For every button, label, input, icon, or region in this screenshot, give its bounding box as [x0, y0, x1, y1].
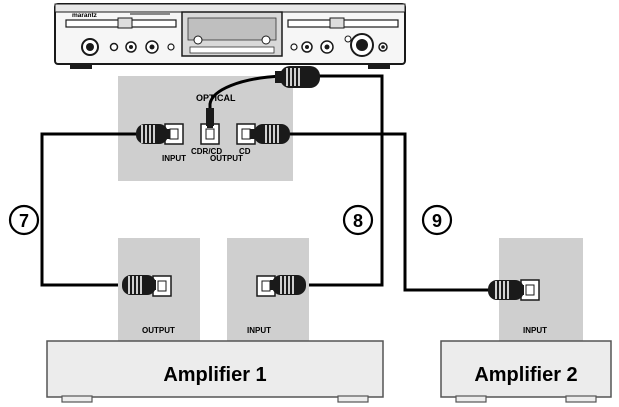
marker-9: 9 [421, 204, 453, 236]
amp1-body [46, 340, 384, 398]
brand-logo: marantz [72, 12, 98, 19]
input-jack-label: INPUT [162, 154, 186, 163]
amplifier-2: INPUT Amplifier 2 [440, 238, 612, 403]
optical-cables [40, 74, 490, 292]
amp1-output-label: OUTPUT [142, 326, 175, 335]
optical-cdr-output-jack [200, 123, 220, 145]
marker-8-number: 8 [353, 211, 363, 231]
cable-8 [300, 74, 384, 287]
marker-8: 8 [342, 204, 374, 236]
cdr-cd-jack-label: CDR/CD [191, 147, 222, 156]
optical-label: OPTICAL [196, 93, 236, 103]
plug-panel-input-icon [136, 124, 170, 144]
cable-9 [290, 132, 490, 292]
amp2-body [440, 340, 612, 398]
marker-9-number: 9 [432, 211, 442, 231]
plug-amp1-output-icon [122, 275, 156, 295]
open-close-button-left [117, 17, 133, 29]
output-group-label: OUTPUT [210, 154, 243, 163]
cable-8-upper [208, 74, 283, 124]
open-close-button-right [329, 17, 345, 29]
plug-cdr-output-icon [206, 108, 214, 128]
plug-cable-8-top-icon [275, 66, 320, 88]
plug-amp2-input-icon [488, 280, 524, 300]
marker-7: 7 [8, 204, 40, 236]
plug-panel-cd-icon [250, 124, 290, 144]
amplifier-1: OUTPUT INPUT Amplifier 1 [46, 238, 384, 403]
amp2-input-label: INPUT [523, 326, 547, 335]
headphone-jack-icon [109, 42, 119, 52]
cd-recorder-device: marantz [54, 3, 406, 69]
plug-amp1-input-icon [270, 275, 306, 295]
amp2-name: Amplifier 2 [474, 364, 577, 386]
marker-7-number: 7 [19, 211, 29, 231]
cd-jack-label: CD [239, 147, 251, 156]
amp1-name: Amplifier 1 [163, 364, 266, 386]
cable-7 [40, 132, 138, 287]
amp1-input-label: INPUT [247, 326, 271, 335]
